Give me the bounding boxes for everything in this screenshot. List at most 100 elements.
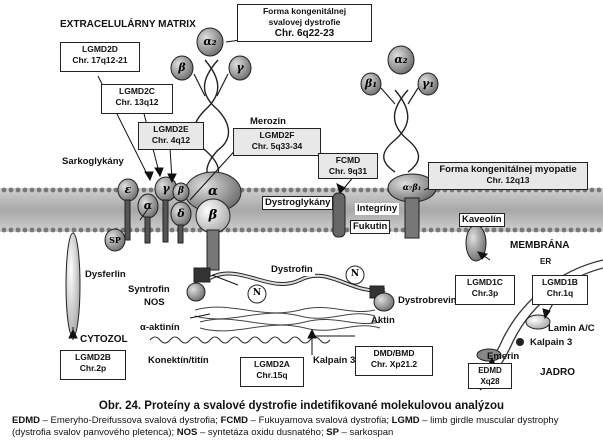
glyph-delta-sarco: δ	[177, 207, 185, 220]
dysferlin-protein	[65, 232, 81, 338]
lipid-head	[64, 227, 70, 233]
legend-sp-key: SP	[326, 427, 339, 438]
glyph-alpha2-right: α₂	[394, 53, 408, 66]
legend-lgmd-key: LGMD	[391, 415, 420, 426]
box-lgmd2c: LGMD2C Chr. 13q12	[101, 84, 173, 114]
lipid-head	[169, 227, 175, 233]
box-lgmd1c-line1: LGMD1C	[467, 277, 503, 287]
lipid-head	[309, 227, 315, 233]
lipid-head	[288, 187, 294, 193]
box-lgmd2b: LGMD2B Chr.2p	[60, 350, 126, 380]
lipid-head	[78, 187, 84, 193]
box-lgmd2d-line2: Chr. 17q12-21	[72, 55, 128, 65]
box-lgmd1b-line1: LGMD1B	[542, 277, 578, 287]
box-lgmd2e-line1: LGMD2E	[153, 124, 189, 134]
lipid-head	[561, 227, 567, 233]
lipid-head	[148, 187, 154, 193]
lipid-head	[505, 227, 511, 233]
lipid-head	[365, 187, 371, 193]
lipid-head	[421, 227, 427, 233]
lipid-head	[463, 227, 469, 233]
label-aktin: Aktin	[371, 315, 395, 326]
membrane-band	[0, 188, 603, 232]
box-dmd-line1: DMD/BMD	[373, 348, 415, 358]
n-terminus-right	[345, 265, 365, 285]
lipid-head	[393, 227, 399, 233]
region-nucleus: JADRO	[540, 367, 576, 378]
box-edmd-line2: Xq28	[480, 377, 500, 386]
fukutin-protein	[332, 192, 346, 238]
box-kongenital-line3: Chr. 6q22-23	[274, 28, 335, 39]
lipid-head	[358, 187, 364, 193]
lamin-protein	[525, 314, 551, 330]
actin-filament	[194, 306, 381, 332]
label-merozin: Merozin	[250, 116, 286, 127]
glyph-alpha-sarco: α	[143, 199, 153, 212]
lipid-head	[323, 227, 329, 233]
lipid-head	[106, 187, 112, 193]
lipid-head	[575, 227, 581, 233]
legend-sp-text: – sarkospan	[338, 427, 394, 438]
box-lgmd1c: LGMD1C Chr.3p	[455, 275, 515, 305]
glyph-gamma-left: γ	[236, 61, 244, 74]
lipid-head	[456, 227, 462, 233]
lipid-head	[316, 227, 322, 233]
lipid-head	[260, 227, 266, 233]
lipid-head	[1, 227, 7, 233]
lipid-head	[582, 227, 588, 233]
lipid-head	[589, 227, 595, 233]
box-lgmd2b-line2: Chr.2p	[79, 363, 107, 373]
alpha2-subunit-right	[387, 45, 415, 75]
box-lgmd2d: LGMD2D Chr. 17q12-21	[60, 42, 140, 72]
lipid-head	[288, 227, 294, 233]
emerin-protein	[476, 348, 502, 362]
glyph-integrin-a7b1: α₇β₁	[402, 182, 422, 192]
box-lgmd2f: LGMD2F Chr. 5q33-34	[233, 128, 321, 156]
box-myopatia-line2: Chr. 12q13	[486, 175, 530, 185]
lipid-head	[15, 187, 21, 193]
lipid-head	[309, 187, 315, 193]
lipid-head	[302, 227, 308, 233]
lipid-head	[225, 227, 231, 233]
lipid-head	[302, 187, 308, 193]
lipid-head	[57, 227, 63, 233]
region-membrane: MEMBRÁNA	[510, 240, 570, 251]
label-kalpain3-cytosol: Kalpain 3	[313, 355, 356, 366]
lipid-head	[141, 187, 147, 193]
lipid-head	[547, 227, 553, 233]
titin-spring	[149, 336, 331, 344]
label-kaveolin: Kaveolín	[459, 213, 505, 227]
label-sarkoglykany: Sarkoglykány	[62, 156, 124, 167]
lipid-head	[540, 227, 546, 233]
lipid-head	[449, 227, 455, 233]
sarcospan	[104, 228, 126, 252]
lipid-head	[316, 187, 322, 193]
box-lgmd2e-line2: Chr. 4q12	[151, 135, 191, 145]
box-fcmd: FCMD Chr. 9q31	[318, 153, 378, 179]
lipid-head	[78, 227, 84, 233]
figure-caption: Obr. 24. Proteíny a svalové dystrofie in…	[98, 400, 505, 412]
lipid-head	[519, 227, 525, 233]
lipid-head	[239, 227, 245, 233]
glyph-beta-dystroglycan: β	[208, 208, 218, 223]
membrane-lipid-heads	[1, 187, 602, 233]
lipid-head	[1, 187, 7, 193]
lipid-head	[295, 187, 301, 193]
box-edmd: EDMD Xq28	[468, 363, 512, 389]
lipid-head	[113, 187, 119, 193]
box-lgmd1b-line2: Chr.1q	[546, 288, 574, 298]
box-lgmd2d-line1: LGMD2D	[82, 44, 118, 54]
gamma1-subunit-right	[417, 72, 439, 96]
lipid-head	[512, 227, 518, 233]
lipid-head	[568, 227, 574, 233]
lipid-head	[400, 227, 406, 233]
lipid-head	[554, 227, 560, 233]
label-fukutin: Fukutin	[350, 220, 391, 234]
kalpain3-nucleus	[516, 338, 524, 346]
integrin-stem	[404, 197, 420, 239]
glyph-n-center: N	[252, 288, 262, 298]
beta1-subunit-right	[360, 72, 382, 96]
glyph-beta-left: β	[178, 61, 186, 74]
box-lgmd1c-line2: Chr.3p	[471, 288, 499, 298]
lipid-head	[120, 227, 126, 233]
